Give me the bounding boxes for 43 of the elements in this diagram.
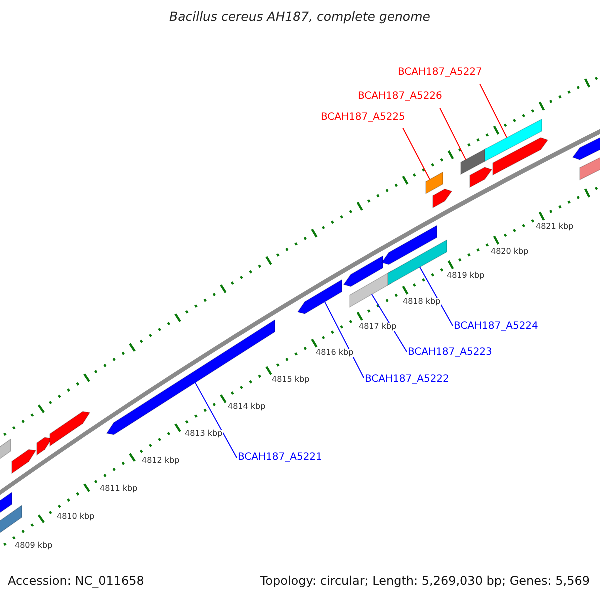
- gene-feature: [492, 138, 549, 176]
- gene-feature: [381, 225, 438, 266]
- scale-label: 4819 kbp: [447, 272, 485, 280]
- scale-label: 4810 kbp: [57, 513, 95, 521]
- gene-feature: [470, 167, 493, 188]
- leader-line: [480, 84, 508, 138]
- scale-label: 4816 kbp: [316, 349, 354, 357]
- gene-label: BCAH187_A5224: [454, 322, 538, 332]
- gene-label: BCAH187_A5227: [398, 68, 482, 78]
- scale-label: 4820 kbp: [491, 248, 529, 256]
- leader-line: [324, 302, 364, 378]
- gene-feature: [388, 240, 448, 286]
- scale-label: 4817 kbp: [359, 323, 397, 331]
- leader-line: [440, 108, 466, 160]
- gene-label: BCAH187_A5222: [365, 375, 450, 385]
- gene-feature: [460, 148, 486, 176]
- scale-label: 4815 kbp: [272, 376, 310, 384]
- scale-label: 4811 kbp: [100, 485, 138, 493]
- gene-feature: [12, 449, 37, 474]
- gene-feature: [297, 279, 342, 314]
- scale-label: 4818 kbp: [403, 298, 441, 306]
- gene-label: BCAH187_A5221: [238, 453, 322, 463]
- gene-label: BCAH187_A5223: [408, 348, 492, 358]
- scale-label: 4813 kbp: [185, 430, 223, 438]
- scale-label: 4809 kbp: [15, 542, 53, 550]
- gene-feature: [343, 256, 384, 288]
- leader-line: [372, 294, 408, 352]
- genome-info-text: Topology: circular; Length: 5,269,030 bp; Genes: 5,569: [260, 575, 590, 587]
- gene-feature: [0, 492, 12, 516]
- accession-text: Accession: NC_011658: [8, 575, 144, 587]
- leader-line: [402, 128, 430, 180]
- gene-label: BCAH187_A5225: [321, 113, 406, 123]
- leader-line: [194, 382, 238, 458]
- gene-label: BCAH187_A5226: [358, 92, 442, 102]
- gene-feature: [50, 411, 91, 447]
- leader-line: [420, 266, 454, 326]
- scale-label: 4821 kbp: [536, 223, 574, 231]
- diagram-title: Bacillus cereus AH187, complete genome: [168, 11, 432, 24]
- gene-feature: [484, 118, 542, 162]
- gene-feature: [426, 172, 444, 194]
- scale-label: 4814 kbp: [228, 403, 266, 411]
- gene-feature: [432, 188, 453, 209]
- scale-label: 4812 kbp: [142, 457, 180, 465]
